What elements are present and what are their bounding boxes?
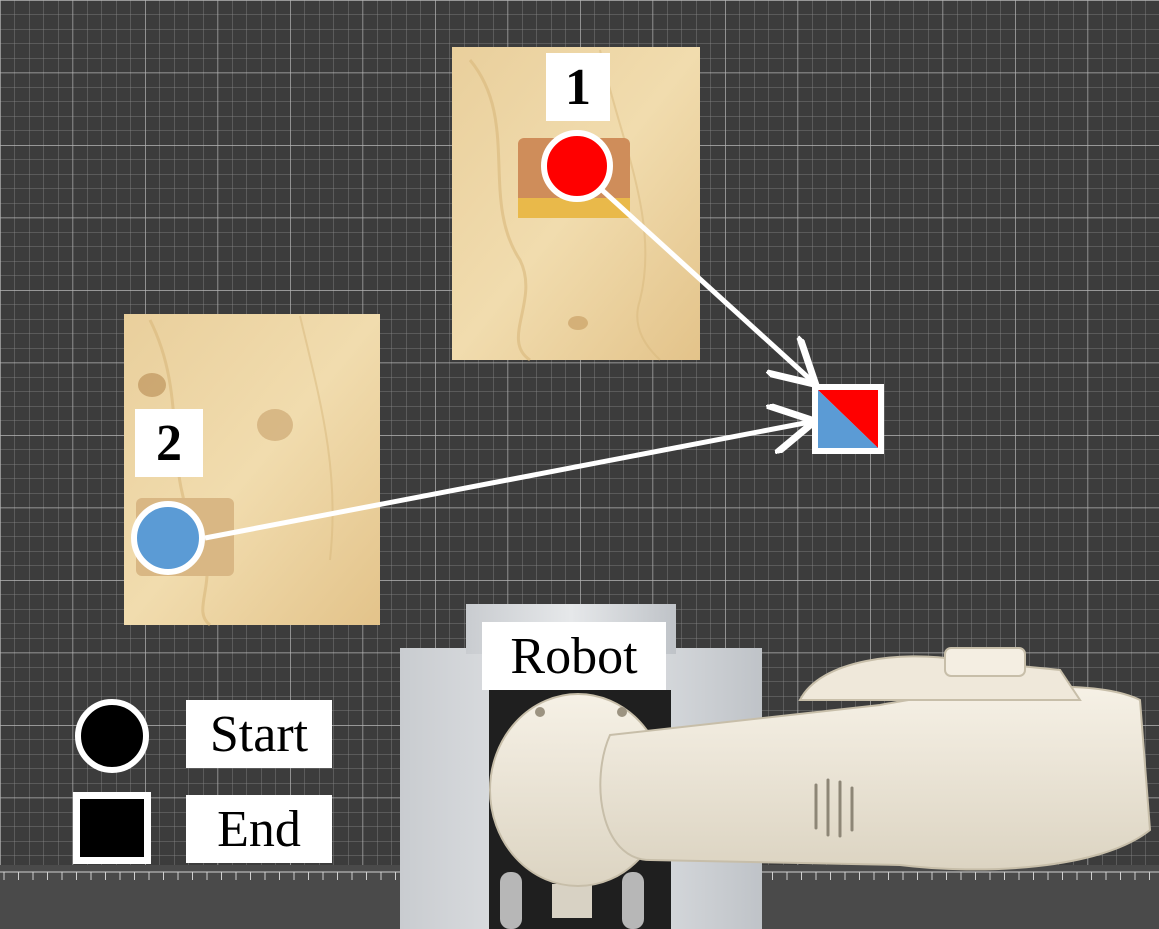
- circle-icon: [75, 699, 149, 773]
- robot-label: Robot: [482, 622, 666, 690]
- object-2-label: 2: [135, 409, 203, 477]
- end-marker: [812, 384, 884, 454]
- legend-end-label: End: [186, 795, 332, 863]
- trajectory-arrow-2: [204, 422, 810, 541]
- start-marker-2: [131, 501, 205, 575]
- start-marker-1: [541, 130, 613, 202]
- trajectory-arrow-1: [600, 188, 812, 381]
- square-icon: [73, 792, 151, 864]
- legend-start-label: Start: [186, 700, 332, 768]
- robot-arm: [489, 647, 1152, 887]
- object-1-label: 1: [546, 53, 610, 121]
